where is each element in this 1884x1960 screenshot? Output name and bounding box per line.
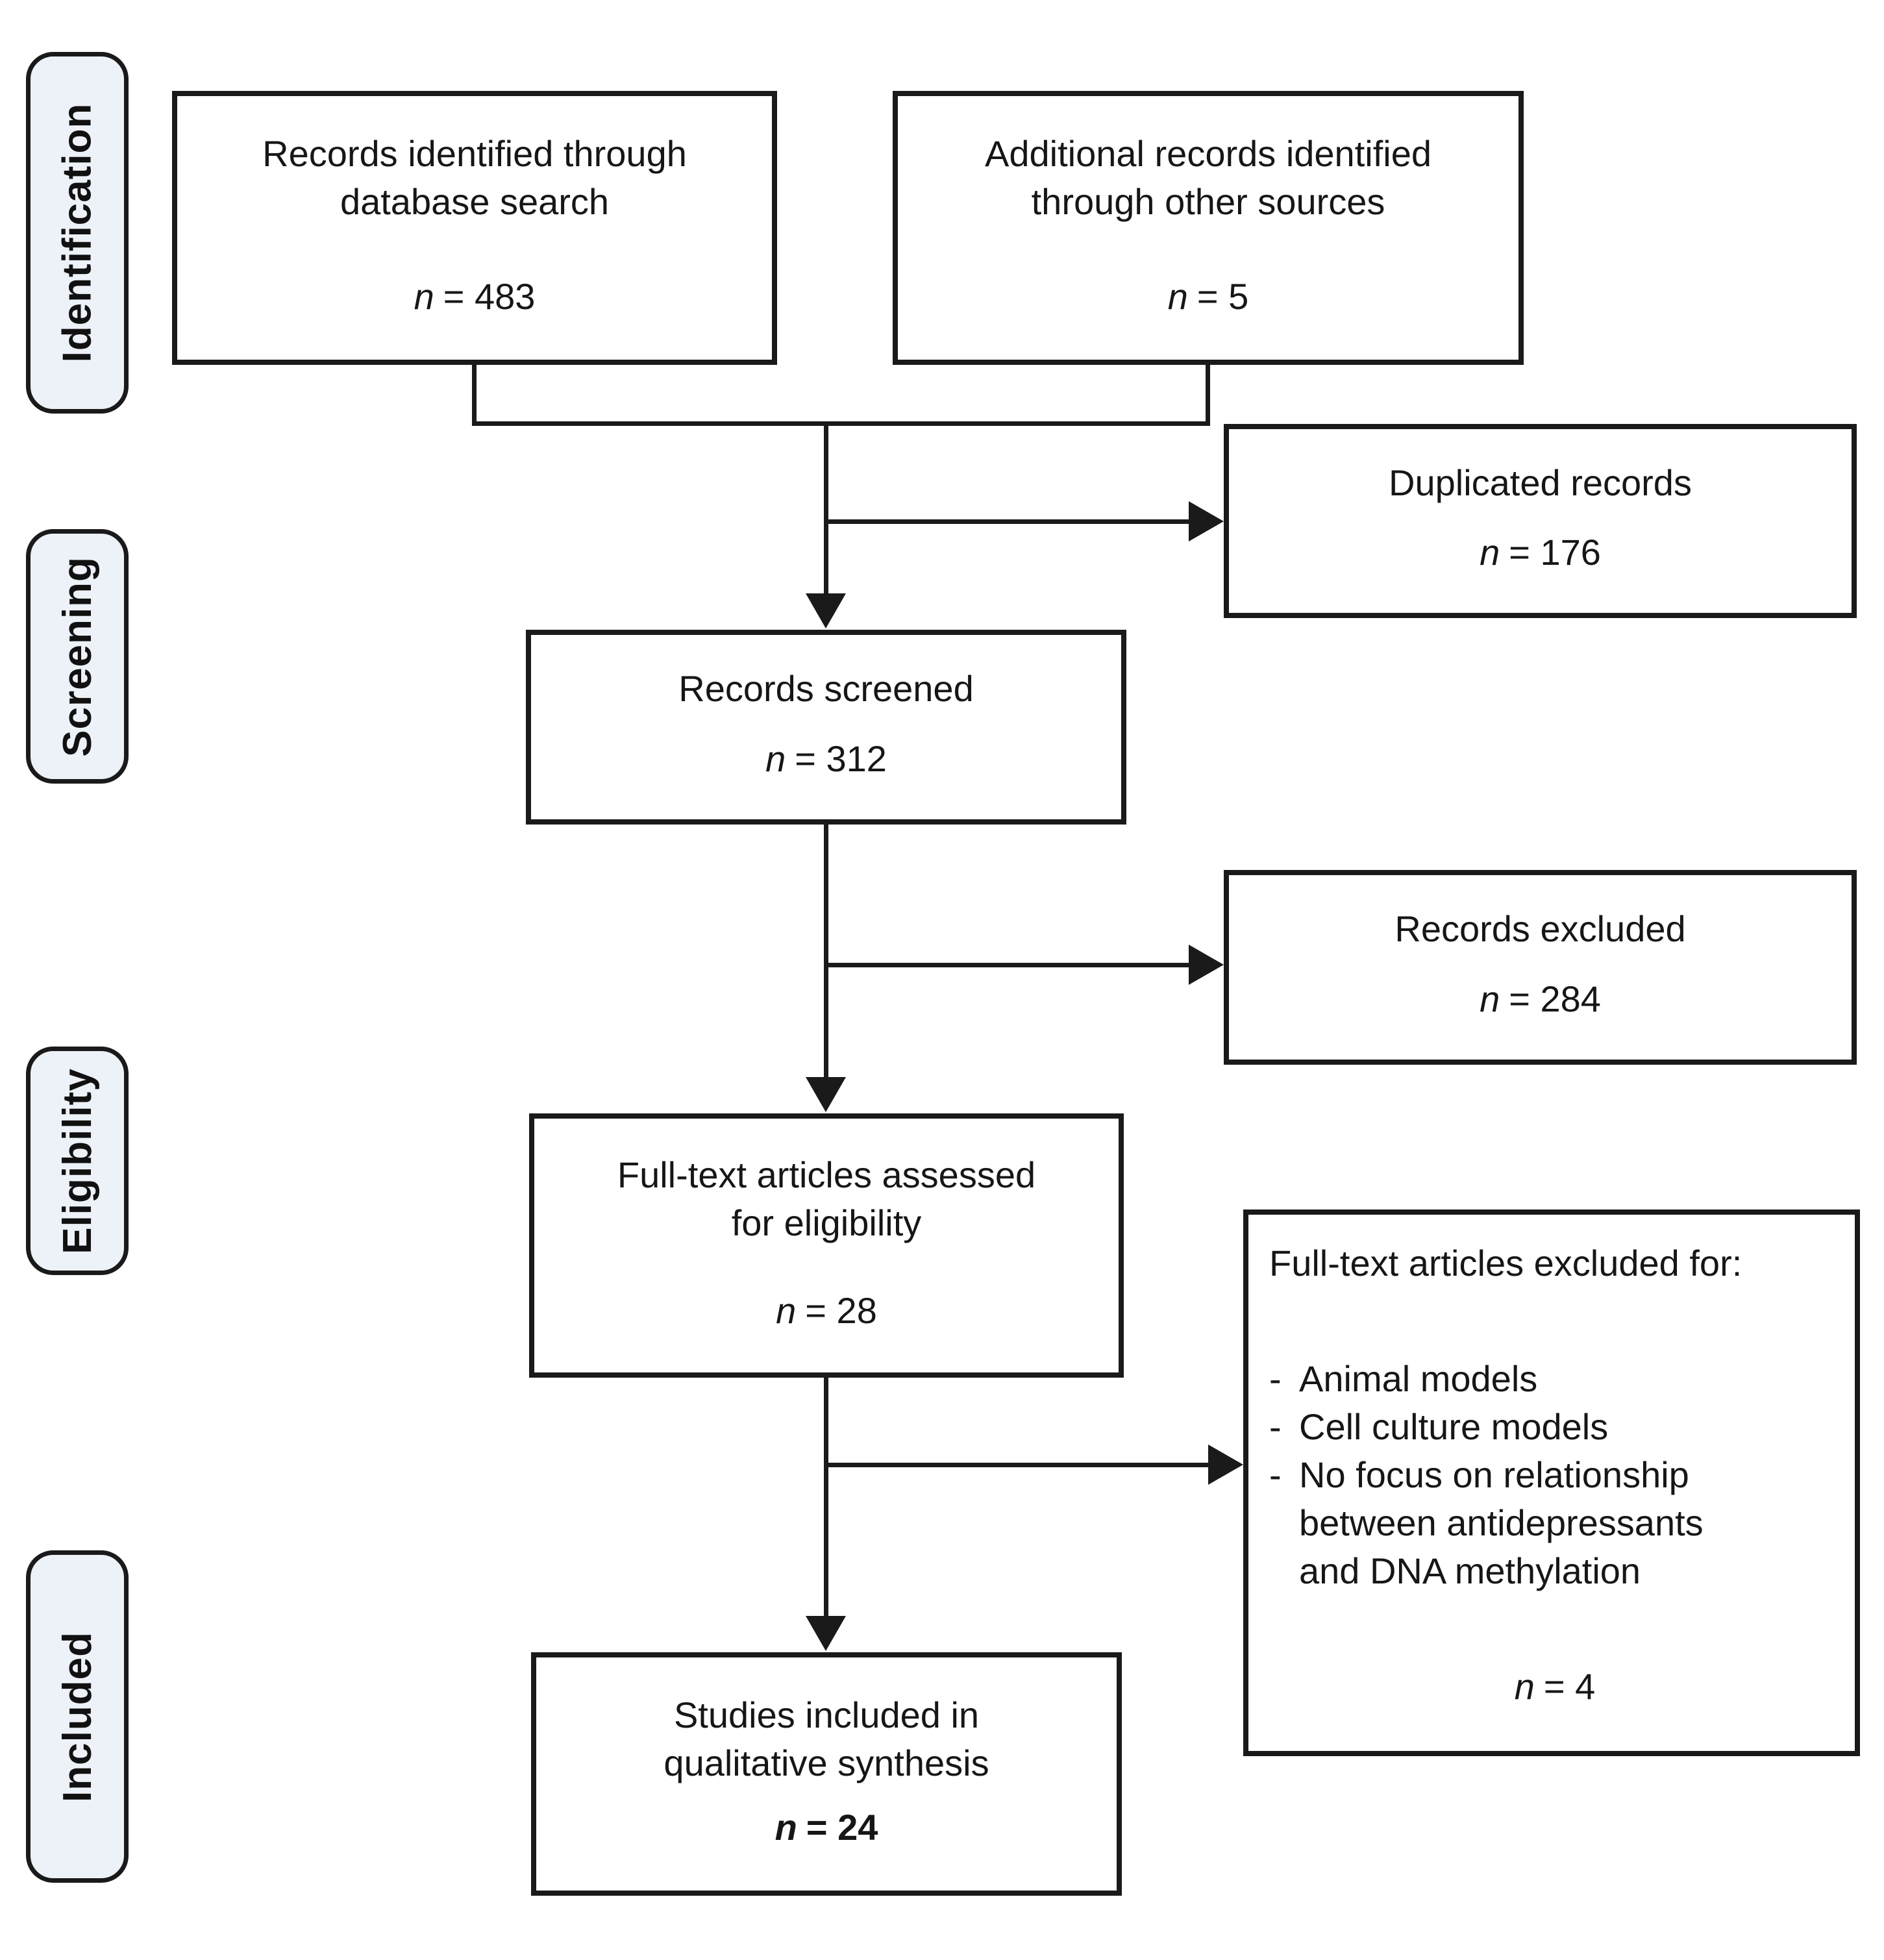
n-count: n= 24: [775, 1804, 878, 1852]
bullet-dash-icon: -: [1269, 1406, 1282, 1447]
box-duplicated-records: Duplicated records n= 176: [1224, 424, 1857, 618]
box-records-screened-title: Records screened: [678, 668, 974, 709]
list-item-text: Animal models: [1299, 1358, 1538, 1399]
box-fulltext-assessed-title: Full-text articles assessed for eligibil…: [617, 1154, 1036, 1243]
box-fulltext-excluded-title: Full-text articles excluded for:: [1269, 1243, 1742, 1284]
box-records-other-sources-title: Additional records identified through ot…: [985, 133, 1432, 222]
n-count: n= 5: [1168, 273, 1249, 321]
n-symbol: n: [1514, 1666, 1535, 1707]
n-count: n= 4: [1515, 1663, 1596, 1711]
stage-label-identification: Identification: [55, 103, 100, 363]
arrowhead-down-included-icon: [806, 1616, 846, 1651]
box-duplicated-records-title: Duplicated records: [1389, 462, 1692, 503]
n-value: = 312: [795, 738, 887, 780]
n-count: n= 28: [776, 1287, 877, 1335]
bullet-dash-icon: -: [1269, 1454, 1282, 1495]
stage-pill-identification: Identification: [26, 52, 129, 414]
box-records-excluded: Records excluded n= 284: [1224, 870, 1857, 1065]
n-value: = 483: [443, 276, 536, 317]
stage-label-eligibility: Eligibility: [55, 1067, 100, 1254]
stage-pill-eligibility: Eligibility: [26, 1047, 129, 1275]
list-item: - Animal models: [1269, 1355, 1841, 1403]
list-item-text: No focus on relationship between antidep…: [1299, 1454, 1704, 1591]
box-records-other-sources: Additional records identified through ot…: [893, 91, 1524, 365]
n-count: n= 312: [765, 735, 887, 783]
connector-other-down: [1206, 362, 1210, 426]
connector-branch-fulltext-excluded: [826, 1463, 1210, 1467]
stage-label-included: Included: [55, 1631, 100, 1802]
box-records-database: Records identified through database sear…: [172, 91, 777, 365]
connector-db-down: [472, 362, 477, 426]
stage-pill-screening: Screening: [26, 529, 129, 784]
n-symbol: n: [1167, 276, 1188, 317]
box-studies-included-title: Studies included in qualitative synthesi…: [663, 1694, 989, 1783]
n-symbol: n: [1480, 532, 1500, 573]
box-records-screened: Records screened n= 312: [526, 630, 1126, 825]
arrowhead-down-screened-icon: [806, 593, 846, 628]
stage-pill-included: Included: [26, 1550, 129, 1883]
n-symbol: n: [775, 1807, 797, 1848]
n-count: n= 483: [414, 273, 536, 321]
connector-trunk-to-screened: [824, 421, 828, 598]
list-item: - Cell culture models: [1269, 1403, 1841, 1451]
bullet-dash-icon: -: [1269, 1358, 1282, 1399]
connector-trunk-to-included: [824, 1376, 828, 1620]
box-studies-included: Studies included in qualitative synthesi…: [531, 1652, 1122, 1896]
connector-trunk-to-fulltext: [824, 823, 828, 1082]
connector-merge-horizontal: [472, 421, 1210, 426]
stage-label-screening: Screening: [55, 556, 100, 757]
arrowhead-down-fulltext-icon: [806, 1077, 846, 1112]
list-item: - No focus on relationship between antid…: [1269, 1451, 1841, 1595]
arrowhead-right-duplicates-icon: [1189, 501, 1224, 541]
list-item-text: Cell culture models: [1299, 1406, 1609, 1447]
connector-branch-duplicates: [826, 519, 1191, 524]
n-symbol: n: [414, 276, 434, 317]
n-value: = 28: [805, 1290, 877, 1332]
connector-branch-excluded: [826, 963, 1191, 967]
box-fulltext-excluded: Full-text articles excluded for: - Anima…: [1243, 1209, 1860, 1756]
arrowhead-right-excluded-icon: [1189, 945, 1224, 985]
box-fulltext-assessed: Full-text articles assessed for eligibil…: [529, 1113, 1124, 1378]
n-symbol: n: [1480, 978, 1500, 1020]
n-value: = 24: [806, 1807, 878, 1848]
box-records-excluded-title: Records excluded: [1394, 908, 1686, 949]
n-value: = 4: [1543, 1666, 1596, 1707]
n-count: n= 284: [1480, 975, 1601, 1023]
n-value: = 5: [1196, 276, 1249, 317]
n-symbol: n: [776, 1290, 797, 1332]
n-symbol: n: [765, 738, 786, 780]
box-records-database-title: Records identified through database sear…: [262, 133, 687, 222]
arrowhead-right-fulltext-excluded-icon: [1208, 1445, 1243, 1485]
n-value: = 176: [1509, 532, 1601, 573]
n-value: = 284: [1509, 978, 1601, 1020]
exclusion-reason-list: - Animal models - Cell culture models - …: [1269, 1355, 1841, 1595]
n-count: n= 176: [1480, 528, 1601, 577]
